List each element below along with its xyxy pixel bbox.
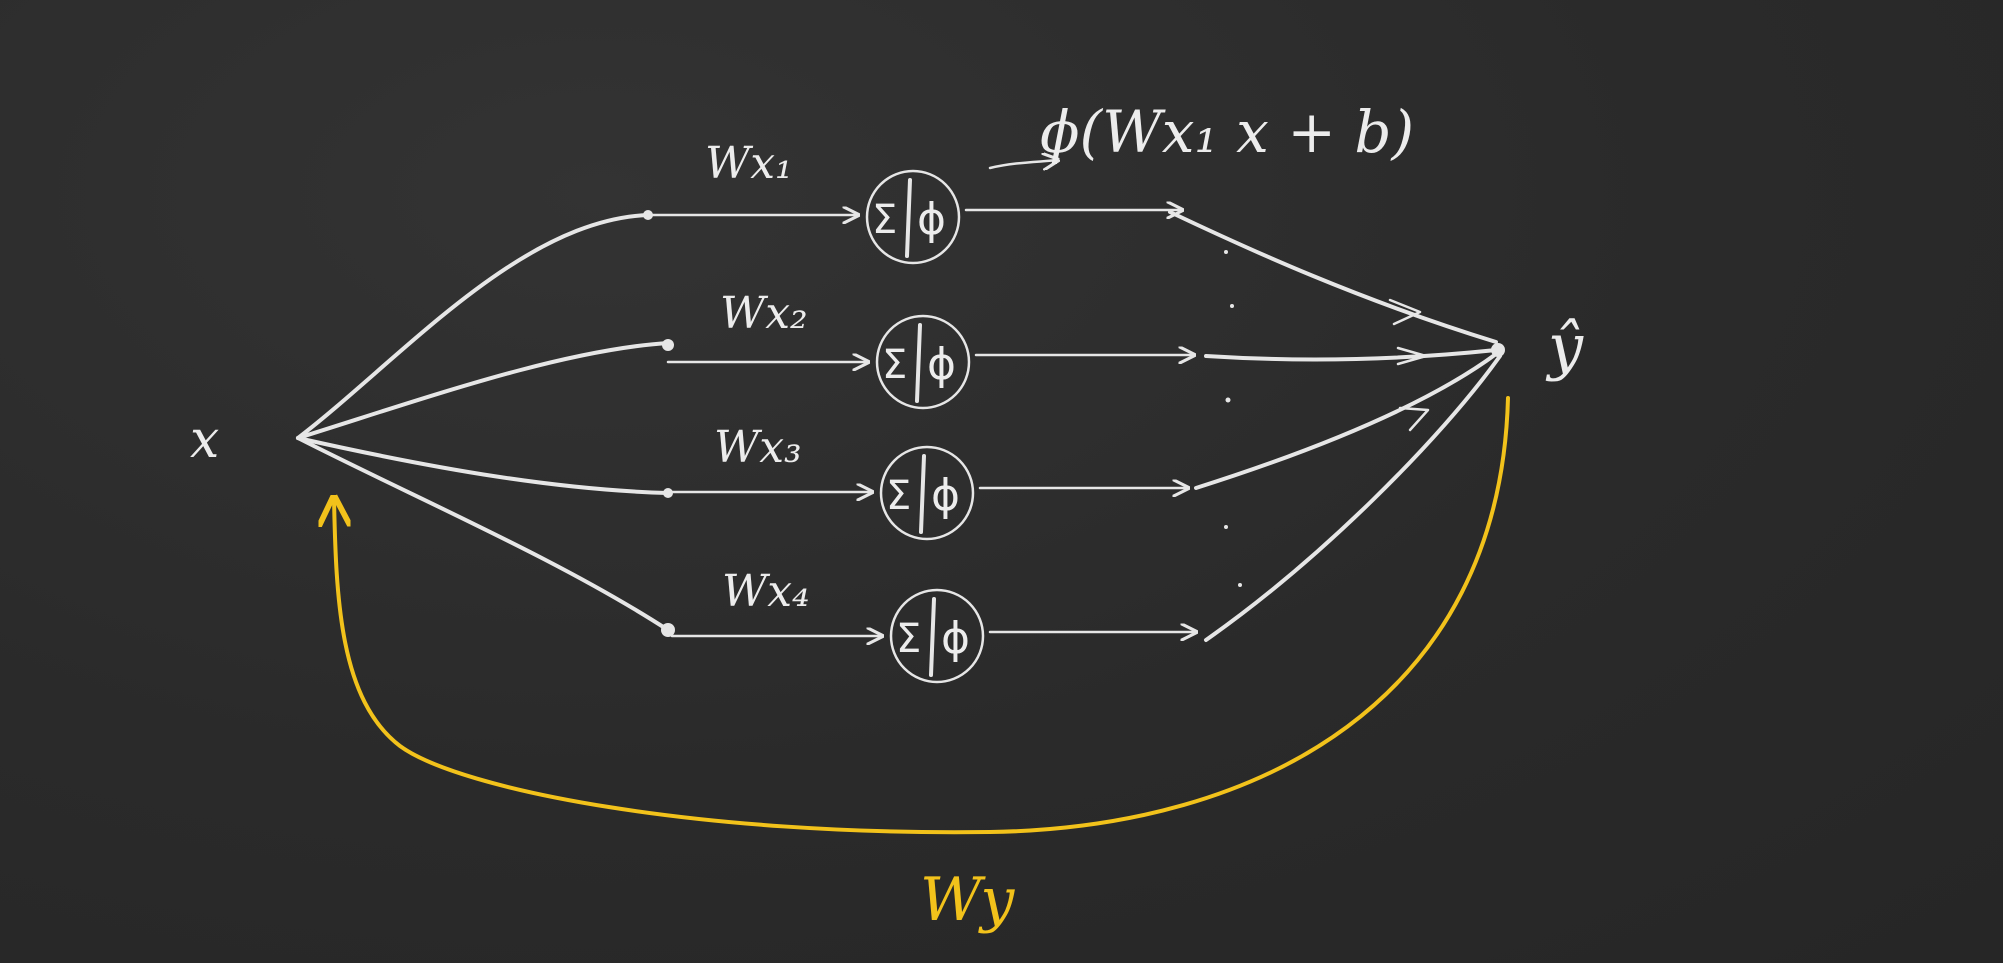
activation-symbol-1: ϕ bbox=[917, 194, 946, 245]
output-convergence bbox=[1168, 210, 1502, 642]
neuron-2: Σ ϕ bbox=[875, 314, 971, 410]
neuron-output-arrows bbox=[964, 210, 1196, 632]
neuron-1: Σ ϕ bbox=[865, 169, 961, 265]
input-label: x bbox=[190, 410, 219, 470]
neuron-3: Σ ϕ bbox=[879, 445, 975, 541]
weight-label-2: Wx₂ bbox=[720, 288, 808, 339]
feedback-label: Wy bbox=[920, 865, 1015, 935]
weight-label-4: Wx₄ bbox=[722, 566, 810, 617]
output-node bbox=[1491, 343, 1505, 357]
feedback-arc bbox=[334, 396, 1510, 835]
activation-symbol-4: ϕ bbox=[941, 613, 970, 664]
weight-label-3: Wx₃ bbox=[714, 422, 802, 473]
sum-symbol-1: Σ bbox=[872, 197, 897, 243]
activation-symbol-2: ϕ bbox=[927, 339, 956, 390]
sum-symbol-2: Σ bbox=[882, 342, 907, 388]
sum-symbol-4: Σ bbox=[896, 616, 921, 662]
weight-label-1: Wx₁ bbox=[705, 138, 793, 189]
branch-points bbox=[643, 210, 675, 637]
output-label: ŷ bbox=[1545, 310, 1584, 383]
formula-pointer-arrow bbox=[988, 160, 1058, 168]
continuation-dots bbox=[1224, 250, 1242, 587]
activation-symbol-3: ϕ bbox=[931, 470, 960, 521]
top-formula: ϕ(Wx₁ x + b) bbox=[1040, 98, 1414, 166]
weight-arrows bbox=[648, 215, 882, 636]
sum-symbol-3: Σ bbox=[886, 473, 911, 519]
input-fanout bbox=[296, 213, 670, 632]
neuron-4: Σ ϕ bbox=[889, 588, 985, 684]
